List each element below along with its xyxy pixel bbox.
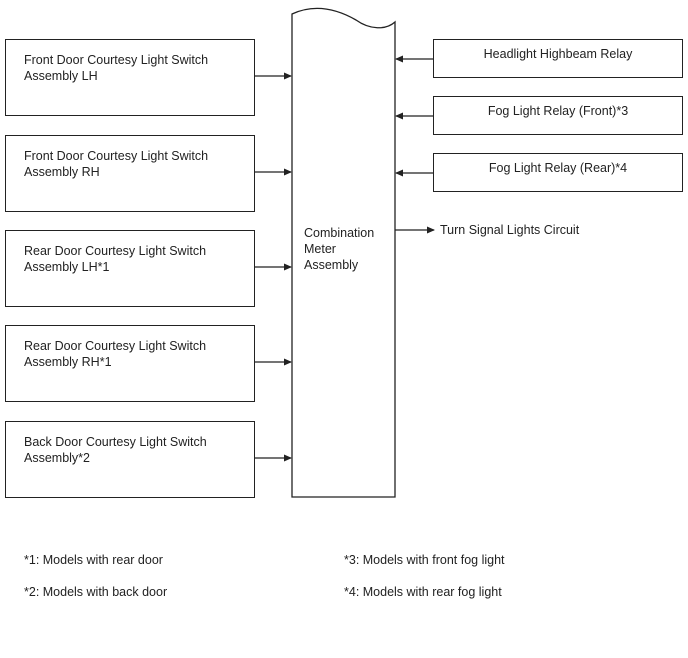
footnote-1: *1: Models with rear door (24, 553, 163, 567)
fog-light-front-relay-label: Fog Light Relay (Front)*3 (487, 104, 629, 118)
front-door-rh-switch-box: Front Door Courtesy Light Switch Assembl… (5, 135, 255, 212)
headlight-highbeam-relay-box: Headlight Highbeam Relay (433, 39, 683, 78)
combination-meter-label: Combination Meter Assembly (304, 226, 375, 272)
front-door-lh-switch-box: Front Door Courtesy Light Switch Assembl… (5, 39, 255, 116)
front-door-rh-switch-label: Front Door Courtesy Light Switch Assembl… (24, 149, 209, 179)
fog-light-rear-relay-box: Fog Light Relay (Rear)*4 (433, 153, 683, 192)
front-door-lh-switch-label: Front Door Courtesy Light Switch Assembl… (24, 53, 209, 83)
combination-meter-body (291, 7, 396, 498)
rear-door-lh-switch-box: Rear Door Courtesy Light Switch Assembly… (5, 230, 255, 307)
footnote-2: *2: Models with back door (24, 585, 168, 599)
rear-door-lh-switch-label: Rear Door Courtesy Light Switch Assembly… (24, 244, 207, 274)
fog-light-rear-relay-label: Fog Light Relay (Rear)*4 (488, 161, 628, 175)
rear-door-rh-switch-box: Rear Door Courtesy Light Switch Assembly… (5, 325, 255, 402)
turn-signal-circuit-label: Turn Signal Lights Circuit (440, 223, 580, 237)
fog-light-front-relay-box: Fog Light Relay (Front)*3 (433, 96, 683, 135)
footnote-3: *3: Models with front fog light (344, 553, 505, 567)
back-door-switch-label: Back Door Courtesy Light Switch Assembly… (24, 435, 207, 465)
headlight-highbeam-relay-label: Headlight Highbeam Relay (483, 47, 633, 61)
footnote-4: *4: Models with rear fog light (344, 585, 502, 599)
back-door-switch-box: Back Door Courtesy Light Switch Assembly… (5, 421, 255, 498)
rear-door-rh-switch-label: Rear Door Courtesy Light Switch Assembly… (24, 339, 207, 369)
